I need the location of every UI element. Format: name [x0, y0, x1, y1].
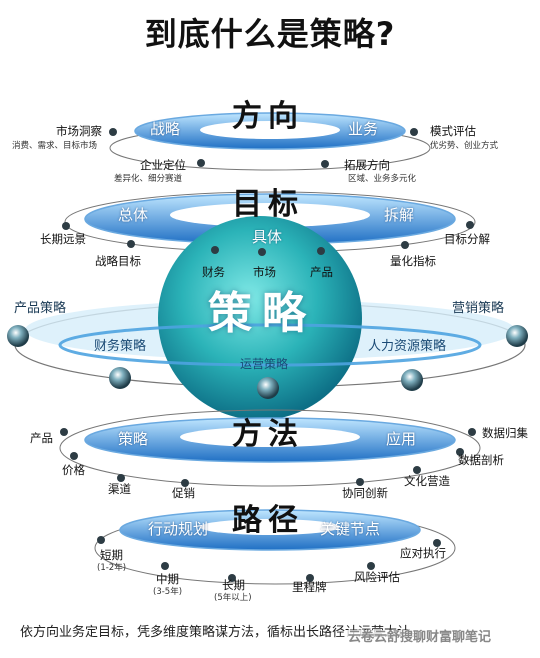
target-node-strategic-goal: 战略目标: [95, 254, 141, 268]
core-left-inner: 财务策略: [94, 339, 147, 354]
direction-title: 方向: [232, 99, 304, 134]
path-node-short-sub: (1-2年): [97, 563, 127, 573]
core-right-inner: 人力资源策略: [368, 339, 447, 354]
target-dots: [62, 221, 474, 256]
direction-node-positioning: 企业定位: [140, 158, 186, 172]
watermark: 云卷云舒搜聊财富聊笔记: [346, 630, 494, 645]
target-node-market: 市场: [253, 265, 276, 279]
bulb-node-right-inner: [401, 369, 423, 391]
strategy-sphere: [158, 216, 362, 420]
footer-text: 依方向业务定目标，凭多维度策略谋方法，循标出长路径计运营大计。: [20, 625, 424, 640]
method-node-channel: 渠道: [108, 482, 131, 496]
path-ring-hole: [200, 519, 340, 535]
target-node-product: 产品: [310, 265, 333, 279]
path-node-long: 长期: [222, 578, 245, 592]
direction-ring-hole: [200, 121, 340, 139]
direction-node-expansion: 拓展方向: [344, 158, 390, 172]
core-left-outer: 产品策略: [14, 301, 67, 316]
path-node-short: 短期: [100, 548, 123, 562]
method-orbit: [59, 409, 481, 487]
sphere-label: 策略: [208, 288, 316, 339]
method-node-price: 价格: [62, 463, 85, 477]
direction-node-market-insight: 市场洞察: [56, 124, 102, 138]
core-bottom: 运营策略: [240, 357, 289, 371]
path-node-mid-sub: (3-5年): [153, 587, 183, 597]
path-node-risk: 风险评估: [354, 570, 400, 584]
method-node-collab: 协同创新: [342, 486, 388, 500]
direction-node-market-insight-sub: 消费、需求、目标市场: [12, 141, 98, 151]
method-ring-left: 策略: [118, 430, 149, 448]
bulb-node-left: [7, 325, 29, 347]
direction-ring-right: 业务: [348, 120, 379, 138]
core-right-outer: 营销策略: [452, 301, 505, 316]
path-node-execution: 应对执行: [400, 546, 446, 560]
method-ring-hole: [180, 427, 360, 447]
path-node-mid: 中期: [156, 572, 179, 586]
target-ring-left: 总体: [118, 206, 149, 224]
direction-node-expansion-sub: 区域、业务多元化: [348, 174, 417, 184]
direction-node-positioning-sub: 差异化、细分赛道: [114, 174, 183, 184]
path-ring-right: 关键节点: [320, 520, 381, 538]
target-ring-center: 具体: [252, 228, 283, 246]
method-node-culture: 文化营造: [404, 474, 450, 488]
path-ring-left: 行动规划: [148, 520, 209, 538]
page-title: 到底什么是策略?: [144, 15, 396, 53]
direction-dots: [109, 128, 418, 168]
method-node-promotion: 促销: [172, 486, 195, 500]
target-node-goal-breakdown: 目标分解: [444, 232, 490, 246]
target-node-quant-metric: 量化指标: [390, 254, 436, 268]
method-node-data-collect: 数据归集: [482, 426, 528, 440]
target-node-finance: 财务: [202, 265, 225, 279]
direction-node-model-eval: 模式评估: [430, 124, 476, 138]
method-ring-right: 应用: [386, 430, 417, 448]
method-title: 方法: [232, 417, 304, 452]
bulb-node-right: [506, 325, 528, 347]
target-ring-right: 拆解: [384, 206, 415, 224]
direction-node-model-eval-sub: 优劣势、创业方式: [430, 141, 499, 151]
bulb-node-bottom: [257, 377, 279, 399]
path-title: 路径: [232, 503, 304, 538]
target-node-long-vision: 长期远景: [40, 232, 86, 246]
method-node-data-analysis: 数据剖析: [458, 453, 504, 467]
path-node-long-sub: (5年以上): [214, 593, 252, 603]
path-dots: [97, 536, 441, 582]
core-ring: [58, 323, 482, 367]
method-dots: [60, 428, 476, 487]
target-title: 目标: [232, 187, 304, 222]
target-ring-hole: [170, 203, 370, 227]
direction-ring-left: 战略: [150, 120, 181, 138]
bulb-node-left-inner: [109, 367, 131, 389]
method-node-product: 产品: [30, 431, 53, 445]
path-node-milestone: 里程牌: [292, 580, 327, 594]
